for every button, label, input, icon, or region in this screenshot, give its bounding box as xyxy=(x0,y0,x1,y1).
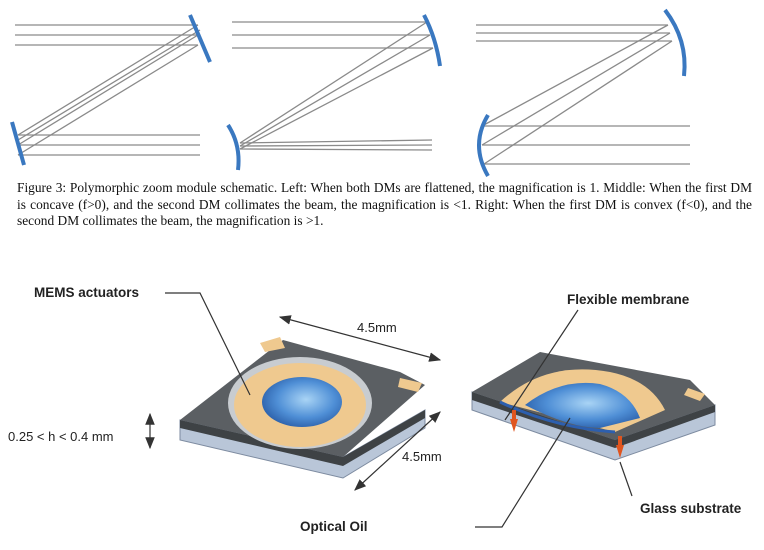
label-mems-actuators: MEMS actuators xyxy=(34,285,140,300)
orange-arrow xyxy=(510,419,518,432)
mems-device-cross-section xyxy=(471,352,716,461)
label-flexible-membrane: Flexible membrane xyxy=(567,292,690,307)
mems-device-3d xyxy=(179,337,426,479)
label-length: 4.5mm xyxy=(402,449,442,464)
annotation-lines xyxy=(145,292,633,528)
mirror-bottom-convex xyxy=(477,113,490,178)
label-optical-oil: Optical Oil xyxy=(300,519,368,534)
label-thickness: 0.25 < h < 0.4 mm xyxy=(8,429,114,444)
mirror-top xyxy=(422,14,442,67)
panel-left-flat xyxy=(10,14,212,166)
label-width: 4.5mm xyxy=(357,320,397,335)
mirror-bottom-concave xyxy=(226,123,241,171)
mirror-top xyxy=(663,8,687,77)
panel-right-convex xyxy=(476,8,690,178)
panel-middle-concave xyxy=(226,14,442,171)
label-glass-substrate: Glass substrate xyxy=(640,501,742,516)
figure-caption: Figure 3: Polymorphic zoom module schema… xyxy=(17,180,752,228)
mirror-top xyxy=(188,14,212,63)
mirror-bottom xyxy=(10,121,26,166)
orange-arrow xyxy=(616,445,624,458)
